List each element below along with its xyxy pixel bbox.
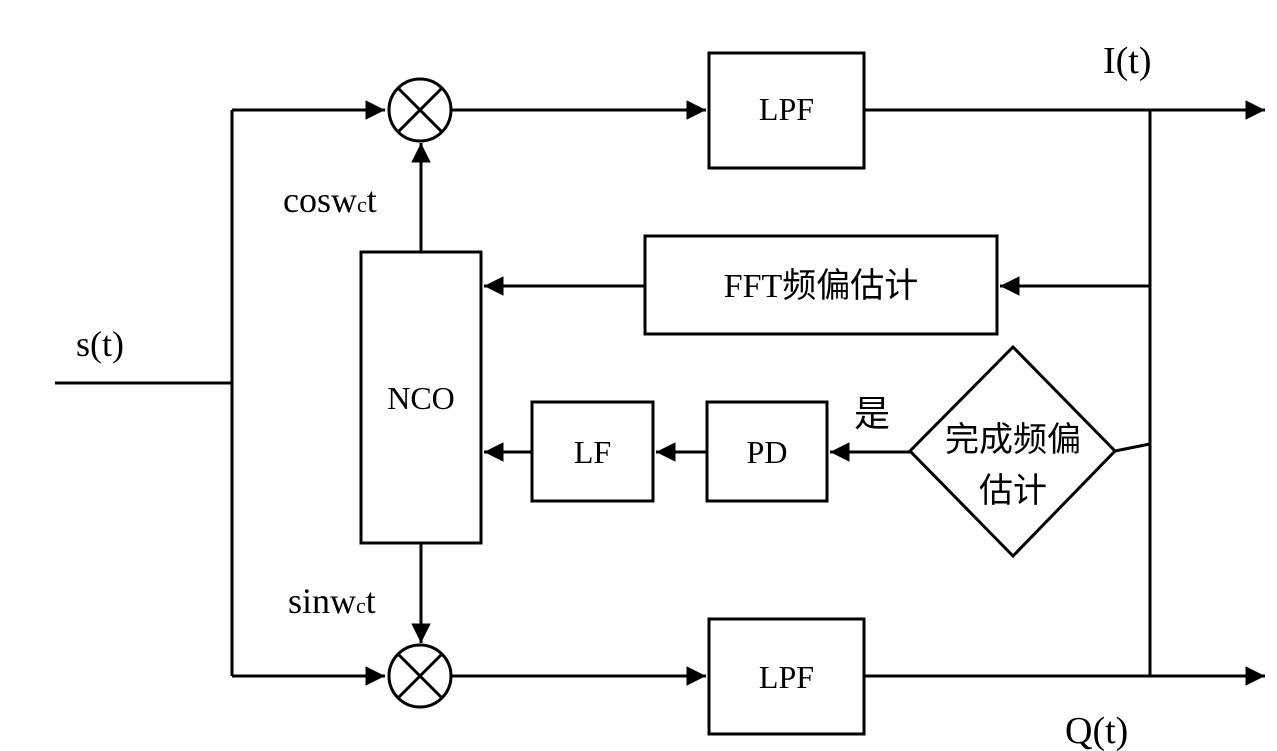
i-output-label: I(t): [1103, 40, 1152, 82]
cos-carrier-subscript: c: [357, 192, 367, 217]
sin-carrier-label: sinwct: [288, 581, 376, 621]
pd-block: [705, 400, 829, 503]
lpf-bottom-label: LPF: [759, 659, 814, 695]
decision-diamond: [907, 344, 1118, 559]
bottom-mixer: [387, 643, 453, 709]
fft-estimator-block: [643, 234, 999, 336]
lf-label: LF: [574, 434, 611, 470]
cos-carrier-t: t: [367, 180, 377, 220]
nco-label: NCO: [387, 380, 455, 416]
fft-estimator-label: FFT频偏估计: [724, 267, 919, 305]
decision-label-line2: 估计: [979, 472, 1047, 510]
yes-label: 是: [854, 394, 890, 434]
sin-carrier-t: t: [366, 581, 376, 621]
pd-label: PD: [747, 434, 788, 470]
lpf-top-block: [707, 51, 866, 170]
input-label: s(t): [76, 324, 124, 364]
cos-carrier-label: coswct: [283, 180, 377, 220]
cos-carrier-text: cosw: [283, 180, 357, 220]
decision-label-line1: 完成频偏: [945, 421, 1081, 459]
bus-to-decision-line: [1114, 442, 1151, 453]
top-mixer: [387, 77, 453, 143]
sin-carrier-text: sinw: [288, 581, 356, 621]
lpf-bottom-block: [707, 617, 866, 736]
q-output-label: Q(t): [1065, 710, 1128, 751]
lf-block: [530, 400, 655, 503]
sin-carrier-subscript: c: [356, 593, 366, 618]
lpf-top-label: LPF: [759, 91, 814, 127]
